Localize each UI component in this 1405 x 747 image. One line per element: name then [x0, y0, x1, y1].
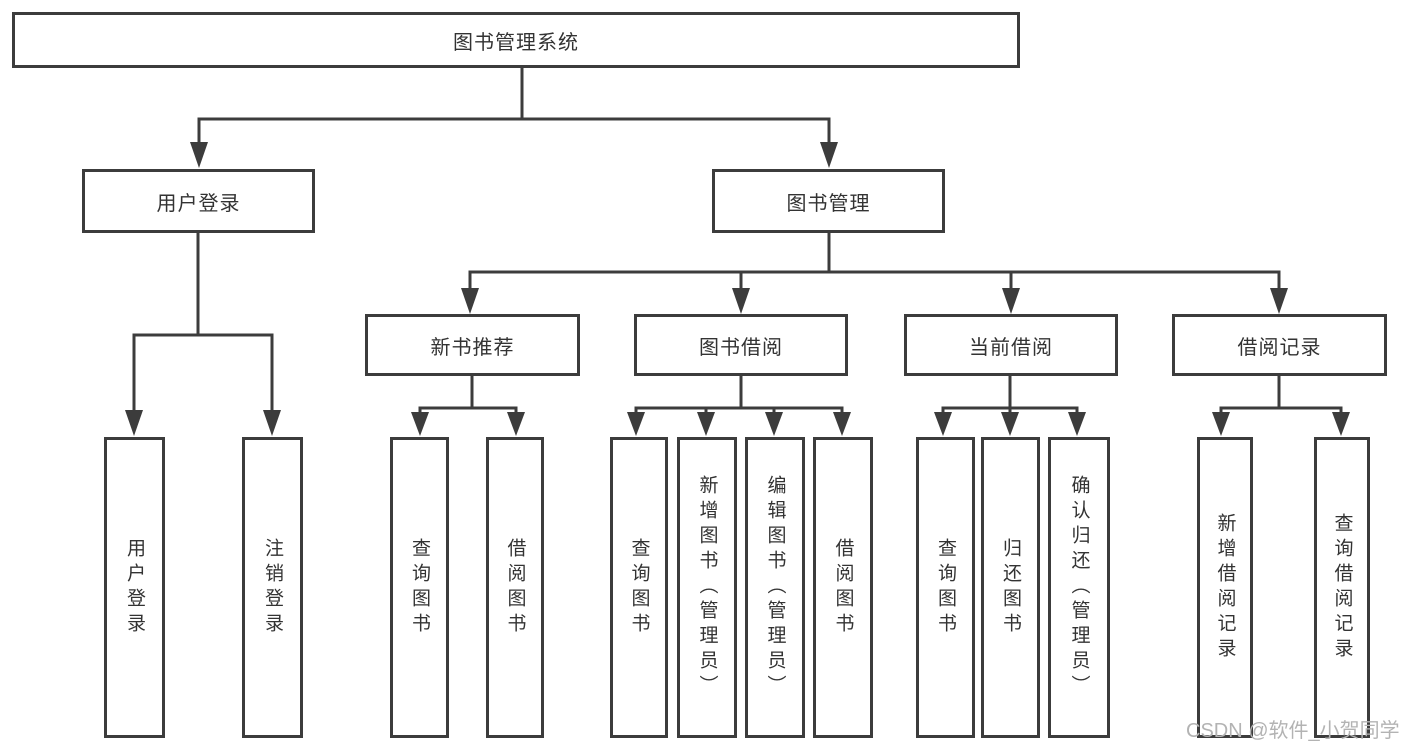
connector-newbook-to-leaves — [411, 373, 525, 436]
leaf-query-books-recommend: 查询图书 — [390, 437, 449, 738]
node-book-management: 图书管理 — [712, 169, 945, 233]
connector-bookborrow-to-leaves — [627, 373, 851, 436]
connector-userlogin-to-leaves — [125, 230, 281, 436]
connector-currentborrow-to-leaves — [934, 373, 1086, 436]
leaf-add-books-admin: 新增图书（管理员） — [677, 437, 737, 738]
leaf-query-books-current: 查询图书 — [916, 437, 975, 738]
connector-bookmgmt-to-level3 — [461, 230, 1288, 314]
node-user-login: 用户登录 — [82, 169, 315, 233]
leaf-user-login: 用户登录 — [104, 437, 165, 738]
leaf-borrow-books-recommend: 借阅图书 — [486, 437, 544, 738]
node-new-book-recommend: 新书推荐 — [365, 314, 580, 376]
leaf-return-books: 归还图书 — [981, 437, 1040, 738]
connector-root-to-level2 — [190, 66, 838, 168]
leaf-edit-books-admin: 编辑图书（管理员） — [745, 437, 805, 738]
leaf-add-borrow-record: 新增借阅记录 — [1197, 437, 1253, 738]
leaf-query-borrow-record: 查询借阅记录 — [1314, 437, 1370, 738]
node-borrow-record: 借阅记录 — [1172, 314, 1387, 376]
connector-borrowrecord-to-leaves — [1212, 373, 1350, 436]
csdn-watermark: CSDN @软件_小贺同学 — [1186, 720, 1400, 742]
leaf-query-books-borrow: 查询图书 — [610, 437, 668, 738]
node-root-library-system: 图书管理系统 — [12, 12, 1020, 68]
leaf-confirm-return-admin: 确认归还（管理员） — [1048, 437, 1110, 738]
leaf-logout: 注销登录 — [242, 437, 303, 738]
node-book-borrow: 图书借阅 — [634, 314, 848, 376]
leaf-borrow-books: 借阅图书 — [813, 437, 873, 738]
node-current-borrow: 当前借阅 — [904, 314, 1118, 376]
